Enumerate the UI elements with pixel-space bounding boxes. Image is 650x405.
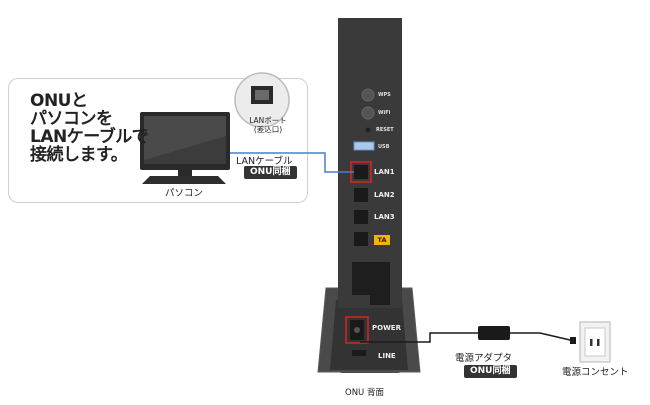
lan3-label: LAN3 [374, 213, 395, 221]
onu-vent [352, 262, 390, 305]
power-label: POWER [372, 324, 401, 332]
wifi-label: WiFi [378, 110, 391, 116]
power-adapter-icon [478, 326, 510, 340]
lan1-port [354, 165, 368, 179]
power-adapter-label: 電源アダプタ [455, 353, 513, 364]
power-jack-hole [354, 327, 360, 333]
lan-port-socket-inner [255, 90, 269, 100]
pc-label: パソコン [165, 188, 204, 199]
onu-upper [338, 18, 402, 308]
pc-icon [140, 112, 230, 184]
reset-button[interactable] [365, 127, 371, 133]
monitor-stand [178, 170, 192, 176]
usb-port [353, 141, 375, 151]
ta-port [354, 232, 368, 246]
onu-back-label: ONU 背面 [345, 388, 384, 398]
lan-cable-line [228, 152, 354, 173]
onu-device [317, 18, 421, 373]
instruction-text: ONUと パソコンを LANケーブルで 接続します。 [30, 91, 149, 165]
line-port [352, 350, 366, 356]
lan2-label: LAN2 [374, 191, 395, 199]
lan3-port [354, 210, 368, 224]
ta-label: TA [374, 235, 390, 245]
outlet-face [584, 327, 606, 357]
keyboard-icon [142, 176, 226, 184]
power-highlight [345, 316, 369, 344]
lan-port-zoom [234, 72, 290, 128]
line-label: LINE [378, 352, 396, 360]
lan2-port [354, 188, 368, 202]
monitor-gloss [144, 116, 226, 160]
lan-cable-label: LANケーブル [236, 156, 293, 167]
power-cable-right [510, 332, 571, 341]
wps-label: WPS [378, 92, 391, 98]
plug-icon [570, 337, 576, 344]
outlet-label: 電源コンセント [562, 367, 629, 378]
outlet-slot-left [590, 339, 593, 346]
wifi-button[interactable] [361, 106, 375, 120]
outlet-slot-right [597, 339, 600, 346]
outlet-icon [579, 321, 611, 363]
lan-cable-badge: ONU同梱 [244, 166, 297, 179]
onu-stand-inner [330, 300, 408, 370]
reset-label: RESET [376, 127, 394, 133]
usb-label: USB [378, 144, 390, 150]
wps-button[interactable] [361, 88, 375, 102]
power-cable-left [360, 332, 478, 343]
power-adapter-badge: ONU同梱 [464, 365, 517, 378]
lan-port-label: LANポート (差込口) [249, 116, 287, 134]
lan1-label: LAN1 [374, 168, 395, 176]
